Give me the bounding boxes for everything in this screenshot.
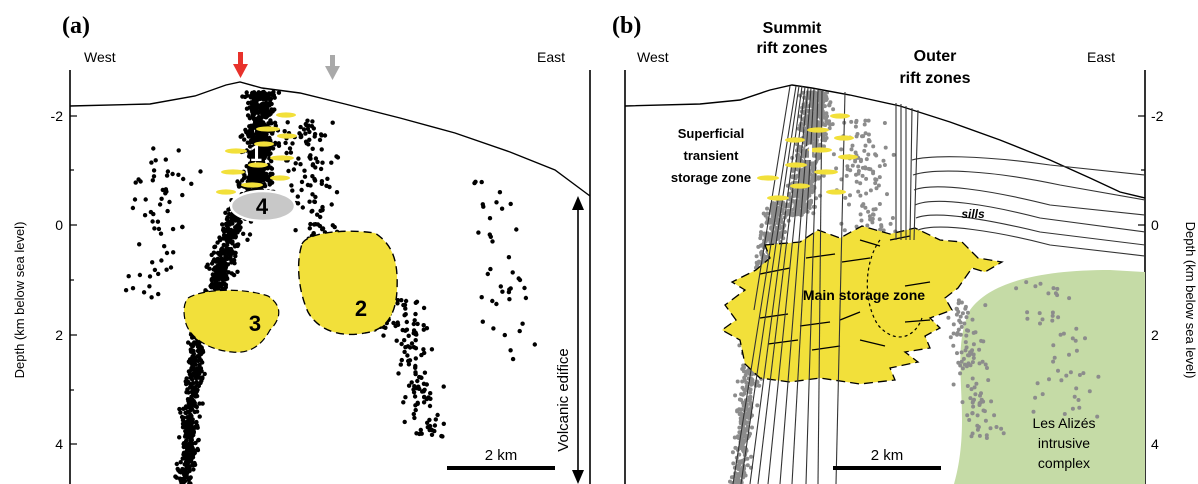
panel-b-tick-label: -2	[1151, 108, 1164, 124]
panel-b-tick-label: 4	[1151, 436, 1159, 452]
panel-a-tick-label: 2	[55, 327, 63, 343]
zone-1-label: 1	[250, 141, 262, 166]
zone-4-lens	[229, 189, 297, 223]
alizes-label: intrusive	[1038, 435, 1090, 451]
panel-a-tag: (a)	[62, 13, 90, 39]
panel-a-y-ticks	[70, 115, 77, 445]
panel-a-scale-bar	[447, 466, 555, 470]
panel-b: (b) West East Summit rift zones Outer ri…	[612, 13, 1198, 484]
alizes-complex-body	[954, 270, 1145, 484]
alizes-label: complex	[1038, 455, 1090, 471]
panel-a-tick-label: 4	[55, 436, 63, 452]
superficial-lenses	[757, 113, 858, 201]
panel-b-west-label: West	[637, 49, 669, 65]
edifice-label: Volcanic edifice	[555, 348, 572, 451]
storage-zone-dotted-outline	[866, 239, 923, 338]
panel-b-topography-line	[624, 84, 1146, 199]
panel-a-tick-label: 0	[55, 217, 63, 233]
panel-a-scale-label: 2 km	[485, 447, 518, 464]
zone-4-label: 4	[256, 194, 269, 219]
panel-a-east-label: East	[537, 49, 565, 65]
red-arrow-icon	[233, 52, 248, 78]
zone-3-body	[183, 289, 280, 353]
summit-rift-label: rift zones	[756, 40, 827, 57]
alizes-label: Les Alizés	[1032, 415, 1095, 431]
summit-rift-label: Summit	[763, 20, 822, 37]
panel-a-y-axis-label: Depth (km below sea level)	[12, 222, 27, 379]
edifice-extent-arrow	[572, 196, 584, 484]
panel-a-west-label: West	[84, 49, 116, 65]
panel-a-tick-label: -2	[51, 108, 64, 124]
superficial-zone-label: storage zone	[671, 170, 751, 185]
outer-rift-label: Outer	[914, 48, 957, 65]
sills	[911, 156, 1146, 257]
superficial-zone-label: Superficial	[678, 126, 744, 141]
panel-b-tick-label: 0	[1151, 217, 1159, 233]
main-storage-zone-body	[720, 225, 1004, 385]
panel-a: (a) West East -2 0 2 4 Depth (km below s…	[12, 13, 591, 484]
outer-rift-label: rift zones	[899, 70, 970, 87]
panel-b-y-axis-label: Depth (km below sea level)	[1183, 222, 1198, 379]
sills-label: sills	[961, 207, 985, 221]
zone-2-body	[297, 230, 398, 336]
panel-b-tick-label: 2	[1151, 327, 1159, 343]
gray-arrow-icon	[325, 55, 340, 80]
zone-1-lenses	[216, 112, 297, 195]
zone-1-label-b: 1	[804, 140, 816, 165]
panel-b-scale-label: 2 km	[871, 447, 904, 464]
superficial-zone-label: transient	[684, 148, 740, 163]
main-storage-label: Main storage zone	[803, 287, 925, 303]
panel-b-east-label: East	[1087, 49, 1115, 65]
panel-b-tag: (b)	[612, 13, 641, 39]
panel-b-scale-bar	[833, 466, 941, 470]
outer-rift-dikes	[895, 103, 919, 241]
zone-2-label: 2	[355, 296, 367, 321]
panel-a-topography-line	[69, 81, 591, 197]
zone-3-label: 3	[249, 311, 261, 336]
